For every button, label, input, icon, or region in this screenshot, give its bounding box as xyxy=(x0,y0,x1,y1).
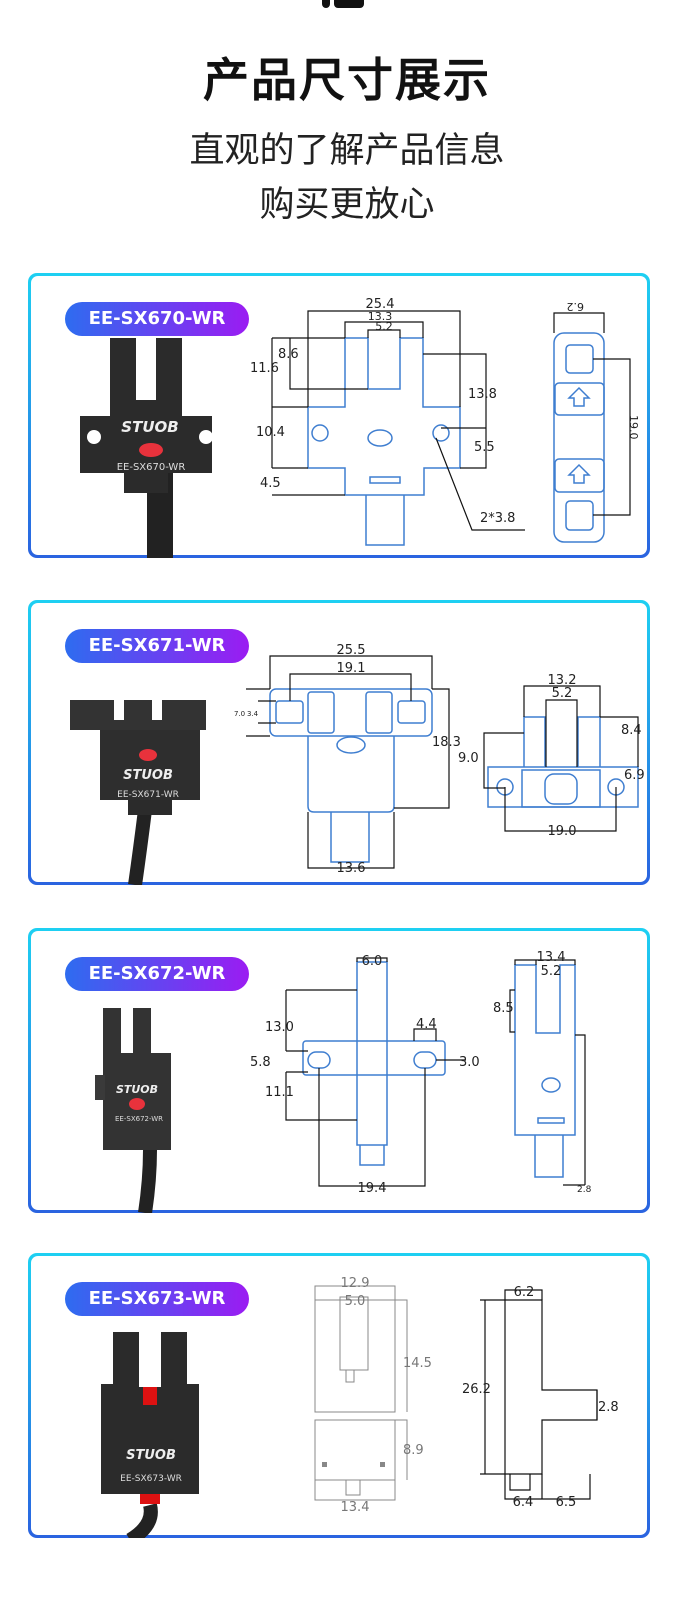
sensor-photo: STUOB EE-SX671-WR xyxy=(70,700,206,885)
dimension-label: 13.0 xyxy=(265,1020,294,1035)
page-title: 产品尺寸展示 xyxy=(203,53,491,107)
dimension-label: 19.1 xyxy=(337,661,366,676)
sensor-photo: STUOB EE-SX673-WR xyxy=(101,1332,199,1538)
product-card-sx671: EE-SX671-WR STUOB EE-SX671-WR 25.5 19.1 … xyxy=(28,600,650,885)
dimension-label: 25.5 xyxy=(337,643,366,658)
side-view-drawing: 13.4 5.2 8.5 2.8 xyxy=(493,950,592,1195)
dimension-label: 6.5 xyxy=(556,1495,577,1510)
dimension-label: 4.5 xyxy=(260,476,281,491)
device-model-text: EE-SX673-WR xyxy=(120,1474,182,1484)
dimension-label: 13.8 xyxy=(468,387,497,402)
dimension-label: 3.4 xyxy=(247,710,259,718)
model-badge: EE-SX672-WR xyxy=(65,957,249,991)
side-view-drawing: 6.2 26.2 2.8 6.4 6.5 xyxy=(462,1285,619,1510)
dimension-label: 4.4 xyxy=(416,1017,437,1032)
dimension-label: 8.6 xyxy=(278,347,299,362)
product-drawing: STUOB EE-SX670-WR 25.4 13.3 5.2 8.6 11.6… xyxy=(80,297,640,558)
dimension-label: 6.0 xyxy=(362,954,383,969)
dimension-label: 3.0 xyxy=(459,1055,480,1070)
subtitle-line-1: 直观的了解产品信息 xyxy=(189,131,505,171)
dimension-label: 9.0 xyxy=(458,751,479,766)
sensor-photo: STUOB EE-SX672-WR xyxy=(95,1008,171,1213)
front-view-drawing: 25.4 13.3 5.2 8.6 11.6 10.4 4.5 13.8 5.5… xyxy=(250,297,525,546)
dimension-label: 19.4 xyxy=(358,1181,387,1196)
side-view-drawing: 6.2 19.0 xyxy=(553,300,640,543)
dimension-label: 19.0 xyxy=(548,824,577,839)
subtitle-line-2: 购买更放心 xyxy=(259,185,435,225)
top-view-drawing: 25.5 19.1 7.0 3.4 18.3 13.6 xyxy=(234,643,461,876)
dimension-label: 26.2 xyxy=(462,1382,491,1397)
product-card-sx673: EE-SX673-WR STUOB EE-SX673-WR 12.9 5.0 1… xyxy=(28,1253,650,1538)
dimension-label: 25.4 xyxy=(366,297,395,312)
product-card-sx670: EE-SX670-WR STUOB EE-SX670-WR 25.4 13.3 … xyxy=(28,273,650,558)
dimension-label: 2*3.8 xyxy=(480,511,515,526)
product-drawing: STUOB EE-SX673-WR 12.9 5.0 14.5 8.9 13.4… xyxy=(101,1276,619,1538)
product-drawing: STUOB EE-SX671-WR 25.5 19.1 7.0 3.4 18.3… xyxy=(70,643,645,885)
brand-logo: STUOB xyxy=(123,768,173,783)
dimension-label: 13.2 xyxy=(548,673,577,688)
dimension-label: 5.2 xyxy=(541,964,562,979)
dimension-label: 6.2 xyxy=(514,1285,535,1300)
dimension-label: 13.4 xyxy=(341,1500,370,1515)
front-view-drawing: 6.0 13.0 5.8 11.1 4.4 3.0 19.4 xyxy=(250,954,480,1196)
dimension-label: 2.8 xyxy=(577,1185,592,1195)
dimension-label: 5.5 xyxy=(474,440,495,455)
dimension-label: 11.6 xyxy=(250,361,279,376)
product-drawing: STUOB EE-SX672-WR 6.0 13.0 5.8 11.1 4.4 … xyxy=(95,950,592,1213)
front-view-drawing: 12.9 5.0 14.5 8.9 13.4 xyxy=(314,1276,432,1515)
dimension-label: 13.6 xyxy=(337,861,366,876)
device-model-text: EE-SX670-WR xyxy=(117,462,186,473)
dimension-label: 8.9 xyxy=(403,1443,424,1458)
brand-logo: STUOB xyxy=(116,1083,158,1096)
brand-logo: STUOB xyxy=(121,418,178,436)
dimension-label: 8.5 xyxy=(493,1001,514,1016)
dimension-label: 13.4 xyxy=(537,950,566,965)
dimension-label: 2.8 xyxy=(598,1400,619,1415)
model-badge: EE-SX670-WR xyxy=(65,302,249,336)
dimension-label: 14.5 xyxy=(403,1356,432,1371)
dimension-label: 6.4 xyxy=(513,1495,534,1510)
dimension-label: 7.0 xyxy=(234,710,245,718)
dimension-label: 6.9 xyxy=(624,768,645,783)
dimension-label: 13.3 xyxy=(368,310,393,323)
dimension-label: 11.1 xyxy=(265,1085,294,1100)
front-view-drawing: 13.2 5.2 9.0 8.4 6.9 19.0 xyxy=(458,673,645,839)
model-badge: EE-SX671-WR xyxy=(65,629,249,663)
brand-logo: STUOB xyxy=(126,1448,176,1463)
product-card-sx672: EE-SX672-WR STUOB EE-SX672-WR 6.0 13.0 5… xyxy=(28,928,650,1213)
dimension-label: 8.4 xyxy=(621,723,642,738)
dimension-label: 12.9 xyxy=(341,1276,370,1291)
device-model-text: EE-SX671-WR xyxy=(117,790,179,800)
dimension-label: 6.2 xyxy=(567,300,585,313)
dimension-label: 10.4 xyxy=(256,425,285,440)
device-model-text: EE-SX672-WR xyxy=(115,1115,163,1123)
dimension-label: 5.0 xyxy=(345,1294,366,1309)
dimension-label: 5.2 xyxy=(552,686,573,701)
sensor-photo: STUOB EE-SX670-WR xyxy=(80,338,213,558)
dimension-label: 19.0 xyxy=(627,415,640,440)
model-badge: EE-SX673-WR xyxy=(65,1282,249,1316)
dimension-label: 5.2 xyxy=(375,320,393,333)
dimension-label: 5.8 xyxy=(250,1055,271,1070)
dimension-label: 18.3 xyxy=(432,735,461,750)
